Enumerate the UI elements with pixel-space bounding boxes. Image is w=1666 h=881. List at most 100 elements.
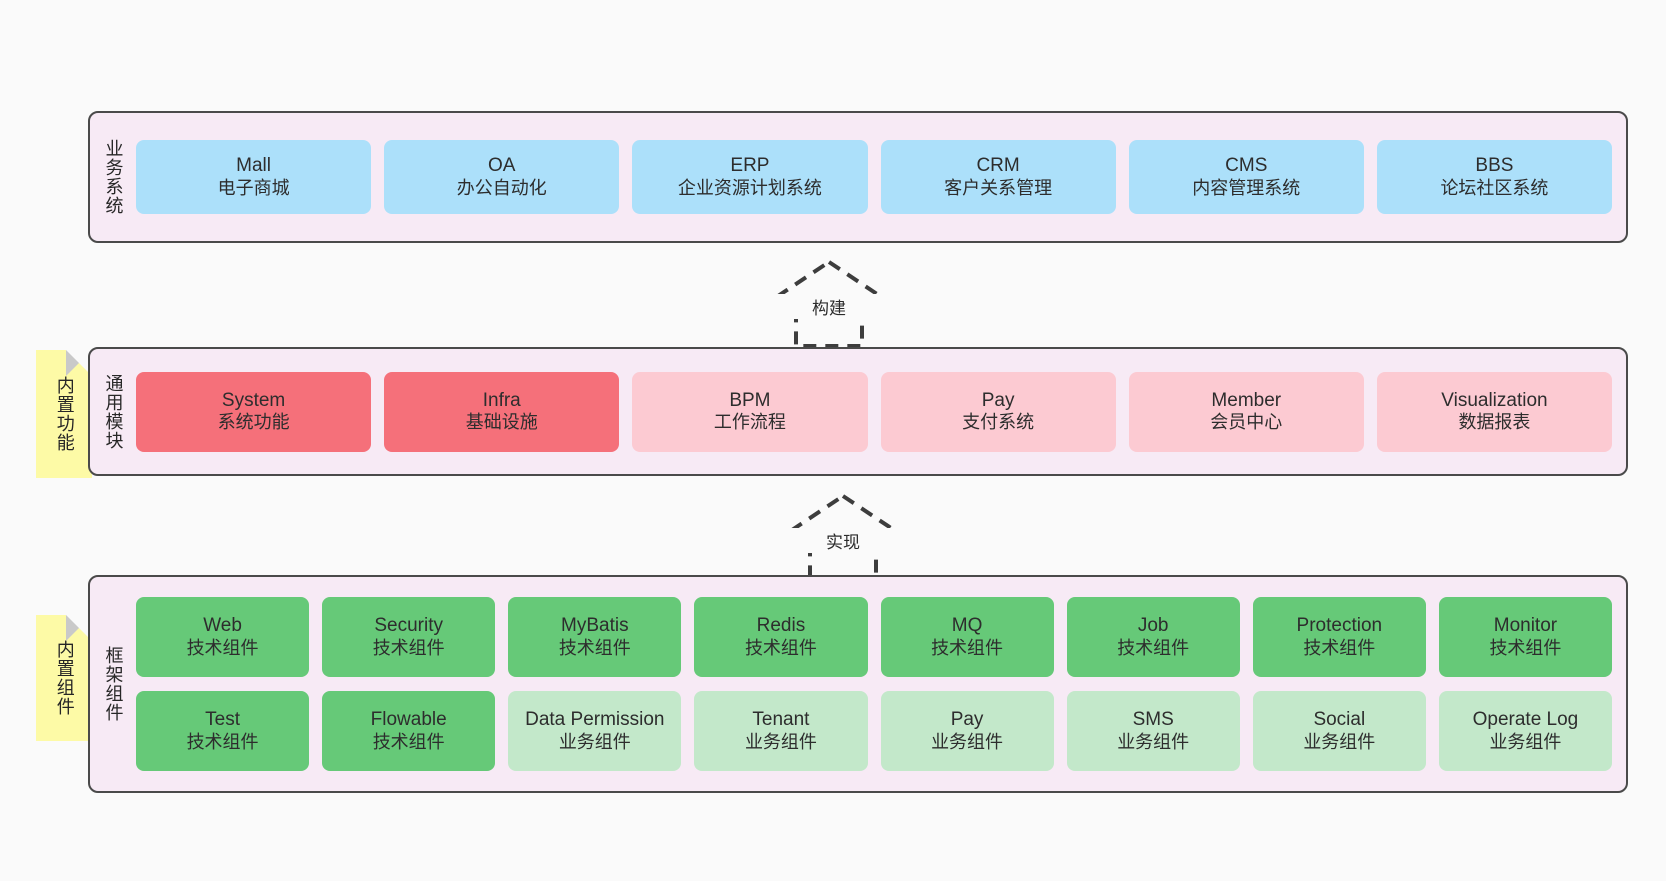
card-title-en: Pay [981,389,1015,411]
layer-business-systems: 业务系统 Mall 电子商城 OA 办公自动化 ERP 企业资源计划系统 [88,111,1628,243]
card-title-en: Data Permission [525,709,665,731]
card-cms[interactable]: CMS 内容管理系统 [1128,140,1364,214]
card-title-en: MyBatis [561,615,629,637]
card-title-cn: 客户关系管理 [944,177,1053,198]
card-bbs[interactable]: BBS 论坛社区系统 [1376,140,1613,214]
arrow-build-shape [756,259,902,348]
card-member[interactable]: Member 会员中心 [1128,371,1364,452]
layer-title-modules: 通用模块 [103,373,124,450]
card-title-cn: 基础设施 [465,412,538,433]
card-title-cn: 电子商城 [217,177,290,198]
card-test[interactable]: Test 技术组件 [136,691,310,771]
card-job[interactable]: Job 技术组件 [1066,597,1240,677]
card-data-permission[interactable]: Data Permission 业务组件 [508,691,682,771]
card-title-en: ERP [730,155,770,177]
card-title-cn: 技术组件 [558,637,631,658]
card-pay[interactable]: Pay 支付系统 [880,371,1116,452]
card-infra[interactable]: Infra 基础设施 [384,371,620,452]
card-title-en: System [221,389,286,411]
card-mall[interactable]: Mall 电子商城 [136,140,372,214]
card-title-cn: 技术组件 [186,637,259,658]
card-bpm[interactable]: BPM 工作流程 [632,371,868,452]
card-visualization[interactable]: Visualization 数据报表 [1376,371,1613,452]
card-title-en: Redis [756,615,806,637]
card-system[interactable]: System 系统功能 [136,371,372,452]
card-erp[interactable]: ERP 企业资源计划系统 [632,140,868,214]
card-redis[interactable]: Redis 技术组件 [694,597,868,677]
card-operate-log[interactable]: Operate Log 业务组件 [1438,691,1612,771]
card-title-en: Social [1313,709,1366,731]
card-title-cn: 业务组件 [1489,731,1562,752]
card-title-cn: 企业资源计划系统 [677,177,822,198]
card-mybatis[interactable]: MyBatis 技术组件 [508,597,682,677]
card-mq[interactable]: MQ 技术组件 [880,597,1054,677]
card-security[interactable]: Security 技术组件 [322,597,496,677]
card-title-cn: 技术组件 [1117,637,1190,658]
layer-common-modules: 通用模块 System 系统功能 Infra 基础设施 BPM 工作流程 [88,347,1628,476]
arrow-implement: 实现 [758,492,928,582]
card-crm[interactable]: CRM 客户关系管理 [880,140,1116,214]
card-row: Mall 电子商城 OA 办公自动化 ERP 企业资源计划系统 CRM 客户关系… [136,140,1613,214]
card-protection[interactable]: Protection 技术组件 [1252,597,1426,677]
card-title-en: Security [374,615,443,637]
card-title-cn: 系统功能 [217,412,290,433]
card-title-en: BPM [729,389,771,411]
sticky-note-label: 内置功能 [54,376,75,452]
card-title-cn: 办公自动化 [456,177,547,198]
card-title-cn: 技术组件 [1303,637,1376,658]
card-tenant[interactable]: Tenant 业务组件 [694,691,868,771]
card-title-cn: 论坛社区系统 [1440,177,1549,198]
card-title-cn: 数据报表 [1458,412,1531,433]
card-title-en: BBS [1475,155,1514,177]
card-title-cn: 业务组件 [1117,731,1190,752]
card-title-cn: 技术组件 [744,637,817,658]
arrow-build-label: 构建 [744,294,914,319]
layer-title-business: 业务系统 [103,139,124,215]
card-title-cn: 技术组件 [931,637,1004,658]
card-title-en: MQ [951,615,983,637]
card-row-business: Test 技术组件 Flowable 技术组件 Data Permission … [136,691,1612,771]
card-social[interactable]: Social 业务组件 [1252,691,1426,771]
layer-body-framework: Web 技术组件 Security 技术组件 MyBatis 技术组件 Redi… [136,577,1626,791]
card-title-en: Pay [950,709,984,731]
card-sms[interactable]: SMS 业务组件 [1066,691,1240,771]
card-title-cn: 技术组件 [186,731,259,752]
card-title-en: OA [488,155,516,177]
layer-body-business: Mall 电子商城 OA 办公自动化 ERP 企业资源计划系统 CRM 客户关系… [136,113,1626,241]
card-title-en: SMS [1132,709,1174,731]
card-title-en: Test [205,709,240,731]
card-title-en: Protection [1296,615,1383,637]
card-title-cn: 内容管理系统 [1192,177,1301,198]
card-title-en: Member [1211,389,1282,411]
card-title-cn: 业务组件 [558,731,631,752]
layer-framework-components: 框架组件 Web 技术组件 Security 技术组件 MyBatis 技术组件 [88,575,1628,793]
card-title-cn: 技术组件 [372,637,445,658]
layer-title-framework: 框架组件 [103,646,124,722]
arrow-implement-label: 实现 [758,528,928,553]
card-title-en: Job [1137,615,1169,637]
card-oa[interactable]: OA 办公自动化 [384,140,620,214]
card-pay-component[interactable]: Pay 业务组件 [880,691,1054,771]
card-web[interactable]: Web 技术组件 [136,597,310,677]
layer-body-modules: System 系统功能 Infra 基础设施 BPM 工作流程 Pay 支付系统 [136,349,1626,474]
card-title-cn: 技术组件 [372,731,445,752]
card-title-en: Infra [482,389,521,411]
card-title-cn: 技术组件 [1489,637,1562,658]
card-title-cn: 业务组件 [1303,731,1376,752]
card-title-en: Visualization [1441,389,1548,411]
card-title-en: Mall [236,155,271,177]
sticky-note-builtin-features: 内置功能 [36,350,92,478]
card-flowable[interactable]: Flowable 技术组件 [322,691,496,771]
card-title-cn: 支付系统 [962,412,1035,433]
card-monitor[interactable]: Monitor 技术组件 [1438,597,1612,677]
arrow-build: 构建 [744,258,914,348]
card-row: System 系统功能 Infra 基础设施 BPM 工作流程 Pay 支付系统 [136,371,1613,452]
card-title-cn: 业务组件 [744,731,817,752]
sticky-note-label: 内置组件 [54,640,75,716]
card-title-en: CRM [976,155,1020,177]
card-title-cn: 业务组件 [931,731,1004,752]
card-title-en: Operate Log [1472,709,1579,731]
card-title-en: Web [203,615,242,637]
card-row-tech: Web 技术组件 Security 技术组件 MyBatis 技术组件 Redi… [136,597,1612,677]
